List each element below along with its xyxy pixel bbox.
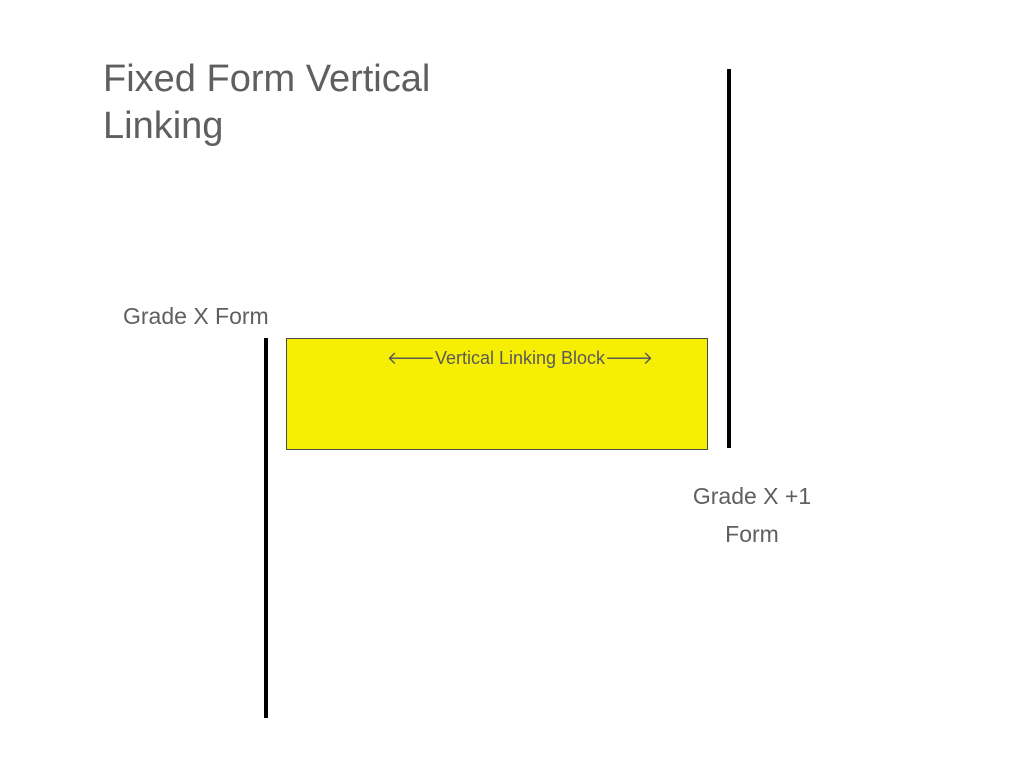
slide-title: Fixed Form Vertical Linking — [103, 58, 431, 147]
grade-x-plus-1-form-line — [727, 69, 731, 448]
grade-x-form-label: Grade X Form — [123, 303, 269, 329]
grade-x-form-line — [264, 338, 268, 718]
grade-x-plus-1-form-label: Grade X +1 Form — [692, 483, 812, 547]
vertical-linking-block-label: 🡐Vertical Linking Block🡒 — [386, 348, 654, 368]
vertical-linking-block: 🡐Vertical Linking Block🡒 — [286, 338, 708, 450]
